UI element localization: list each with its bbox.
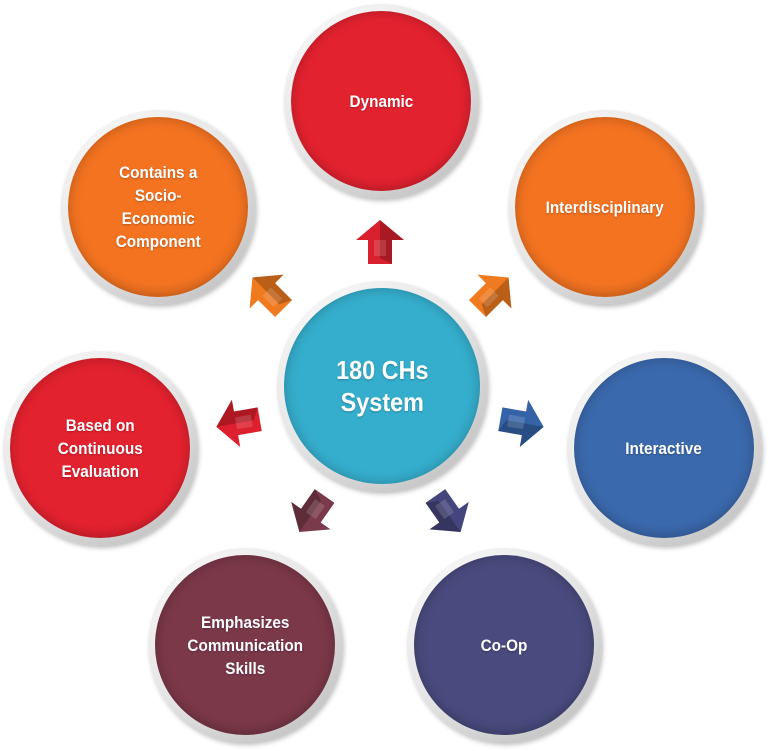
node-disc: Interdisciplinary [515, 117, 695, 297]
node-label: Based on Continuous Evaluation [57, 415, 143, 481]
node-label: Interactive [625, 438, 703, 458]
node-communication-skills: Emphasizes Communication Skills [148, 548, 342, 742]
center-disc: 180 CHs System [284, 288, 480, 484]
node-disc: Contains a Socio- Economic Component [68, 117, 248, 297]
node-label: Emphasizes Communication Skills [187, 612, 303, 678]
node-disc: Dynamic [291, 11, 471, 191]
node-interdisciplinary: Interdisciplinary [508, 110, 702, 304]
node-label: Interdisciplinary [545, 197, 665, 217]
arrow-left-icon [216, 399, 262, 447]
node-continuous-evaluation: Based on Continuous Evaluation [3, 351, 197, 545]
node-socio-economic: Contains a Socio- Economic Component [61, 110, 255, 304]
arrow-down-left-icon [291, 489, 335, 533]
node-label: Co-Op [480, 635, 528, 655]
node-co-op: Co-Op [407, 548, 601, 742]
center-label: 180 CHs System [335, 355, 429, 417]
center-node: 180 CHs System [277, 281, 487, 491]
node-dynamic: Dynamic [284, 4, 478, 198]
node-label: Dynamic [349, 91, 413, 111]
arrow-up-left-icon [249, 274, 293, 318]
arrow-down-right-icon [425, 489, 469, 533]
arrow-up-right-icon [468, 274, 512, 318]
arrow-up-icon [356, 220, 404, 264]
node-disc: Co-Op [414, 555, 594, 735]
node-disc: Interactive [574, 358, 754, 538]
node-interactive: Interactive [567, 351, 761, 545]
node-label: Contains a Socio- Economic Component [115, 163, 201, 251]
node-disc: Emphasizes Communication Skills [155, 555, 335, 735]
node-disc: Based on Continuous Evaluation [10, 358, 190, 538]
arrow-right-icon [498, 399, 544, 447]
